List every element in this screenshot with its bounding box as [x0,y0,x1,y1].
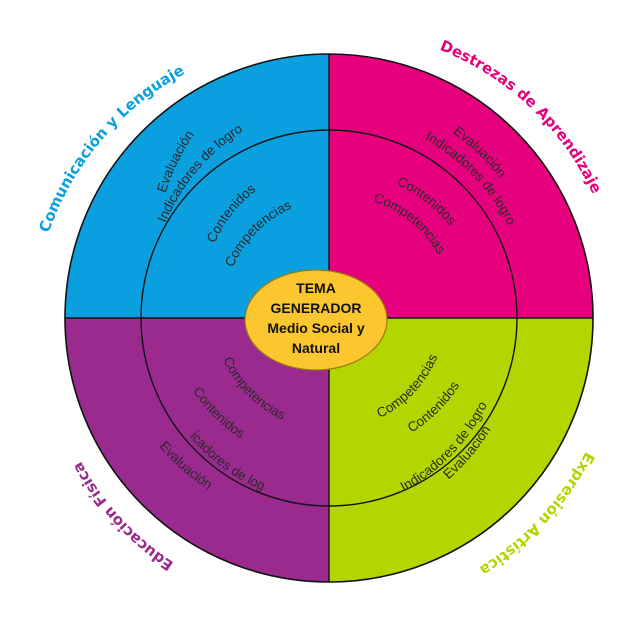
quadrant-expresion-wedge [329,318,593,582]
quadrant-destrezas-wedge [329,54,593,318]
center-ellipse [244,269,388,371]
center-line-1: TEMA [296,280,336,296]
center-line-2: GENERADOR [270,300,361,316]
center-line-4: Natural [292,340,340,356]
quadrant-comunicacion-wedge [65,54,329,318]
center-line-3: Medio Social y [267,320,364,336]
quadrant-educacion-wedge [65,318,329,582]
